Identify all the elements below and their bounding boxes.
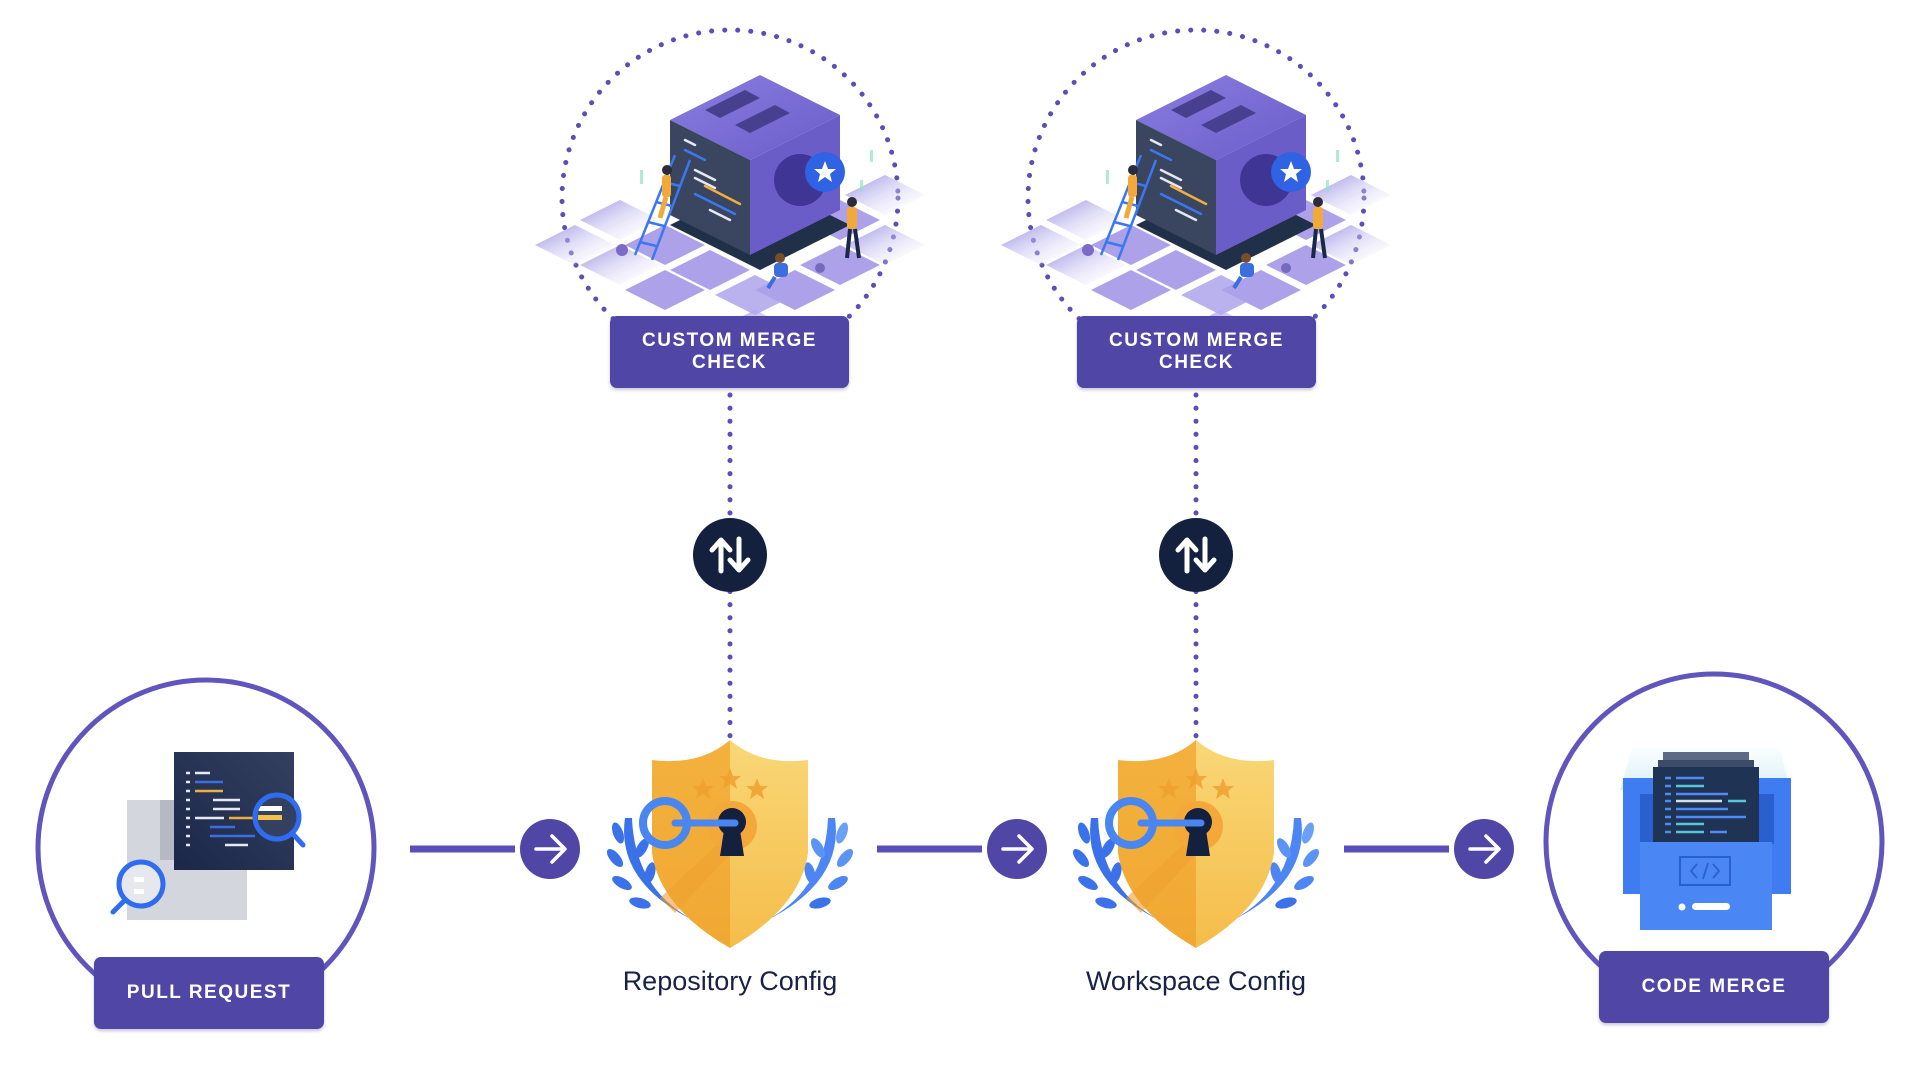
shield-key-icon	[1070, 740, 1322, 948]
shield-key-icon	[604, 740, 856, 948]
pull-request-label: PULL REQUEST	[94, 957, 324, 1029]
code-merge-node	[1543, 671, 1885, 1013]
pull-request-label-text: PULL REQUEST	[126, 982, 292, 1003]
code-merge-label: CODE MERGE	[1599, 951, 1829, 1023]
arrow-right-icon	[410, 819, 580, 879]
arrows-up-down-icon	[693, 518, 767, 592]
label-line-1: CUSTOM MERGE	[1109, 330, 1284, 351]
isometric-cube-illustration-icon	[1001, 75, 1391, 350]
isometric-cube-illustration-icon	[535, 75, 925, 350]
workspace-config-caption: Workspace Config	[1085, 966, 1307, 996]
code-merge-icon	[1620, 748, 1791, 930]
arrow-right-icon	[877, 819, 1047, 879]
arrows-up-down-icon	[1159, 518, 1233, 592]
label-line-1: CUSTOM MERGE	[642, 330, 817, 351]
code-merge-label-text: CODE MERGE	[1641, 976, 1787, 997]
label-line-2: CHECK	[691, 352, 768, 373]
label-line-2: CHECK	[1158, 352, 1235, 373]
repository-config-caption: Repository Config	[622, 966, 838, 996]
pull-request-node	[35, 677, 377, 1019]
custom-merge-check-label-2: CUSTOM MERGE CHECK	[1077, 316, 1316, 388]
custom-merge-check-label-1: CUSTOM MERGE CHECK	[610, 316, 849, 388]
code-review-icon	[110, 752, 306, 920]
arrow-right-icon	[1344, 819, 1514, 879]
